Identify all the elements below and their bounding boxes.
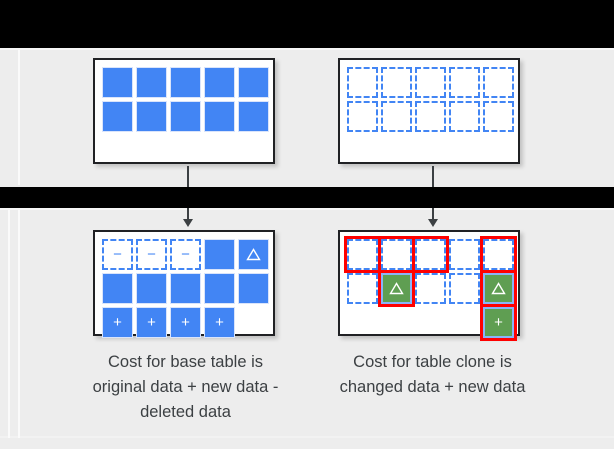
base-table-after-changes-cell-13-plus-new: + [170, 307, 201, 338]
base-table-after-changes-cell-2-minus-deleted: − [136, 239, 167, 270]
guide-line-lower-outer [8, 210, 10, 438]
base-table-after-changes-cell-1-minus-deleted: − [102, 239, 133, 270]
table-clone-after-changes-cell-2 [378, 236, 415, 273]
table-clone-after-changes-cell-13 [415, 307, 446, 338]
base-table-after-changes-cell-4 [204, 239, 235, 270]
table-clone-empty-cell-2 [381, 67, 412, 98]
arrow-table-clone-head [428, 219, 438, 227]
arrow-base-table-head [183, 219, 193, 227]
table-clone-after-changes-cell-8 [415, 273, 446, 304]
base-table-original-cell-8 [170, 101, 201, 132]
base-table-original-cell-1 [102, 67, 133, 98]
table-clone-after-changes-cell-10-delta-changed [480, 270, 517, 307]
minus-deleted: − [181, 246, 190, 263]
base-table-original-cell-9 [204, 101, 235, 132]
table-clone-after-changes-cell-4 [449, 239, 480, 270]
base-table-after-changes-cell-14-plus-new: + [204, 307, 235, 338]
plus-new: + [215, 314, 224, 331]
base-table-original-cell-6 [102, 101, 133, 132]
plus-new: + [494, 314, 503, 331]
base-table-after-changes-cell-12-plus-new: + [136, 307, 167, 338]
minus-deleted: − [147, 246, 156, 263]
base-table-original-card [93, 58, 275, 164]
occlusion-bar-middle [0, 187, 614, 208]
plus-new: + [113, 314, 122, 331]
table-clone-empty-cell-10 [483, 101, 514, 132]
table-clone-after-changes-cell-5 [480, 236, 517, 273]
base-table-original-cell-4 [204, 67, 235, 98]
table-clone-after-changes-cell-11 [347, 307, 378, 338]
plus-new: + [147, 314, 156, 331]
table-clone-empty-card [338, 58, 520, 164]
plus-new: + [181, 314, 190, 331]
minus-deleted: − [113, 246, 122, 263]
base-table-after-changes-cell-8 [170, 273, 201, 304]
table-clone-after-changes-cell-9 [449, 273, 480, 304]
base-table-original-grid [102, 67, 269, 132]
table-clone-empty-cell-4 [449, 67, 480, 98]
base-table-original-cell-7 [136, 101, 167, 132]
base-table-after-changes-cell-10 [238, 273, 269, 304]
table-clone-empty-cell-6 [347, 101, 378, 132]
table-clone-after-changes-cell-6 [347, 273, 378, 304]
base-table-after-changes-cell-7 [136, 273, 167, 304]
base-table-after-changes-cell-5-delta-changed [238, 239, 269, 270]
panel-divider-top [0, 48, 614, 50]
base-table-after-changes-cell-15 [238, 307, 269, 338]
table-clone-empty-cell-9 [449, 101, 480, 132]
base-table-original-cell-3 [170, 67, 201, 98]
table-clone-empty-cell-8 [415, 101, 446, 132]
base-table-original-cell-5 [238, 67, 269, 98]
panel-divider-mid [0, 208, 614, 210]
table-clone-empty-cell-1 [347, 67, 378, 98]
delta-icon [389, 282, 404, 295]
base-table-after-changes-cell-11-plus-new: + [102, 307, 133, 338]
table-clone-after-changes-cell-14 [449, 307, 480, 338]
base-table-after-changes-cell-6 [102, 273, 133, 304]
caption-table-clone: Cost for table clone is changed data + n… [339, 353, 526, 396]
table-clone-empty-cell-5 [483, 67, 514, 98]
guide-line-lower [18, 210, 20, 438]
table-clone-after-changes-cell-3 [412, 236, 449, 273]
table-clone-after-changes-cell-7-delta-changed [378, 270, 415, 307]
panel-divider-bottom [0, 436, 614, 438]
guide-line-upper [18, 50, 20, 185]
table-clone-after-changes-cell-1 [344, 236, 381, 273]
delta-icon [246, 248, 261, 261]
table-clone-after-changes-card: + [338, 230, 520, 341]
occlusion-bar-top [0, 0, 614, 48]
base-table-after-changes-card: − − − + + + + [93, 230, 275, 338]
base-table-original-cell-10 [238, 101, 269, 132]
table-clone-empty-cell-3 [415, 67, 446, 98]
table-clone-after-changes-grid: + [344, 236, 517, 341]
base-table-after-changes-cell-3-minus-deleted: − [170, 239, 201, 270]
table-clone-after-changes-cell-12 [381, 307, 412, 338]
table-clone-empty-grid [347, 67, 514, 132]
delta-icon [491, 282, 506, 295]
base-table-after-changes-grid: − − − + + + + [102, 239, 269, 338]
caption-base-table: Cost for base table is original data + n… [92, 353, 279, 421]
table-clone-empty-cell-7 [381, 101, 412, 132]
base-table-original-cell-2 [136, 67, 167, 98]
base-table-after-changes-cell-9 [204, 273, 235, 304]
table-clone-after-changes-cell-15-plus-new: + [480, 304, 517, 341]
